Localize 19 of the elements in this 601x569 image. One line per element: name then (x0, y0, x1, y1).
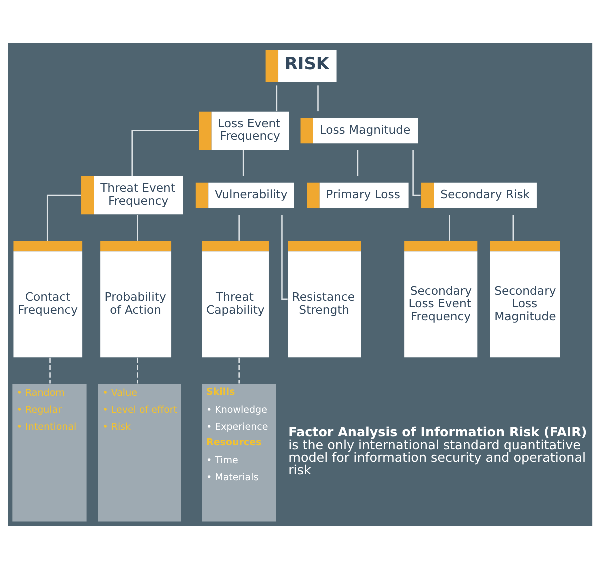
connector (357, 150, 359, 176)
node-box: • Random • Regular • Intentional (12, 384, 87, 522)
connector (242, 150, 244, 176)
node-box: • Value • Level of effort • Risk (98, 384, 182, 522)
connector (449, 215, 450, 241)
connector (50, 358, 51, 384)
connector (276, 86, 278, 112)
connector (512, 215, 514, 241)
label: Factor Analysis of Information Risk (FAIR) is the only international standard quantitative model for information security and operational risk (288, 424, 588, 478)
connector (132, 130, 198, 176)
connector (238, 215, 240, 241)
connector (412, 150, 421, 196)
connector (137, 215, 138, 241)
connector (282, 215, 288, 300)
connector (46, 194, 82, 242)
connector (238, 358, 240, 384)
node-box: Skills • Knowledge • Experience Resources • Time • Materials (202, 384, 276, 522)
connector (318, 86, 319, 112)
connector (137, 358, 138, 384)
